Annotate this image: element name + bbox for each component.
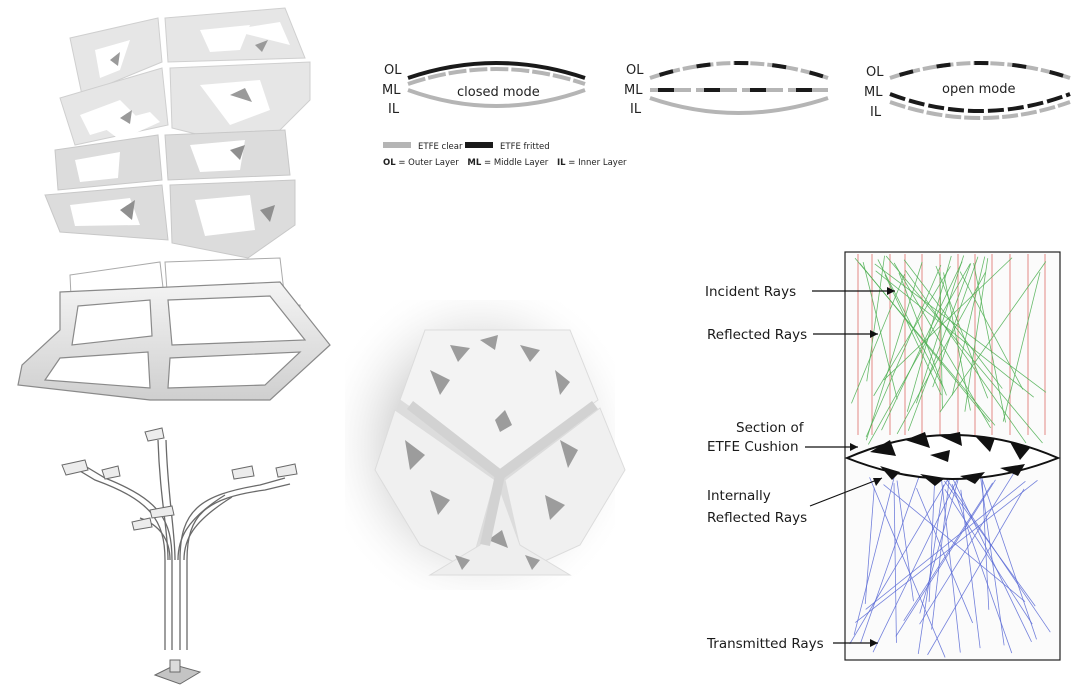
reflected-ray — [883, 257, 1013, 381]
reflected-ray — [932, 256, 979, 388]
cushion-render — [345, 300, 626, 590]
transmitted-rays-label: Transmitted Rays — [706, 636, 824, 652]
ray-diagram: Incident Rays Reflected Rays Section of … — [705, 251, 1061, 661]
reflected-ray — [907, 263, 972, 431]
abbrev-il-key: IL — [557, 158, 566, 168]
transmitted-ray — [849, 478, 949, 645]
transmitted-ray — [940, 477, 961, 653]
abbrev-il-text: = Inner Layer — [566, 158, 627, 168]
transmitted-ray — [960, 489, 981, 649]
transmitted-ray — [855, 479, 1038, 623]
reflected-ray — [943, 272, 971, 411]
incident-rays-label: Incident Rays — [705, 284, 796, 300]
abbrev-ml-key: ML — [467, 158, 481, 168]
section-label-line2: ETFE Cushion — [707, 439, 799, 455]
legend-swatch-fritted — [465, 142, 493, 148]
open-mode-caption: open mode — [942, 82, 1015, 97]
transmitted-rays-group — [849, 470, 1051, 658]
transmitted-ray — [919, 475, 960, 614]
legend: ETFE clear ETFE fritted OL = Outer Layer… — [383, 142, 627, 168]
reflected-ray — [964, 258, 989, 412]
transmitted-ray — [872, 478, 959, 653]
etfe-cushion-section — [844, 432, 1061, 486]
mode-2-layer-il: IL — [630, 102, 642, 117]
reflected-rays-group — [851, 255, 1047, 445]
transmitted-ray — [981, 473, 990, 610]
reflected-ray — [959, 271, 1024, 390]
transmitted-ray — [952, 478, 1032, 643]
reflected-ray — [875, 270, 1034, 398]
internal-label-line2: Reflected Rays — [707, 510, 807, 526]
transmitted-ray — [982, 479, 1037, 640]
mode-3-layer-ol: OL — [866, 65, 884, 80]
steel-frame — [17, 281, 331, 401]
legend-swatch-clear — [383, 142, 411, 148]
fritted-layer-top — [59, 7, 311, 151]
reflected-ray — [939, 261, 1047, 413]
reflected-ray — [885, 255, 1043, 444]
mode-2-layer-ol: OL — [626, 63, 644, 78]
reflected-ray — [865, 264, 942, 438]
ray-labels: Incident Rays Reflected Rays Section of … — [705, 284, 895, 652]
reflected-ray — [1002, 272, 1041, 422]
abbrev-ml-text: = Middle Layer — [481, 158, 549, 168]
transmitted-ray — [944, 489, 1033, 625]
frit-pattern — [405, 335, 578, 570]
cushion-open-mode — [889, 61, 1071, 120]
column-base — [153, 659, 202, 685]
cushion-middle-mode — [649, 61, 829, 115]
transmitted-ray — [928, 474, 936, 602]
transmitted-ray — [860, 470, 922, 644]
mode-3-layer-il: IL — [870, 105, 882, 120]
transmitted-ray — [895, 479, 996, 637]
abbrev-ol-key: OL — [383, 158, 396, 168]
reflected-ray — [867, 263, 971, 445]
reflected-ray — [862, 262, 898, 400]
transmitted-ray — [896, 480, 914, 602]
transmitted-ray — [853, 475, 895, 635]
column-brackets — [61, 427, 298, 531]
reflected-ray — [877, 259, 943, 387]
reflected-ray — [866, 255, 885, 382]
transmitted-ray — [869, 477, 946, 658]
cushion-closed-mode — [407, 61, 586, 108]
mode-1-layer-ol: OL — [384, 63, 402, 78]
transmitted-ray — [916, 487, 974, 624]
mode-1-layer-il: IL — [388, 102, 400, 117]
transmitted-ray — [903, 482, 993, 622]
mode-3-layer-ml: ML — [864, 85, 883, 100]
transmitted-ray — [893, 483, 897, 643]
reflected-ray — [915, 255, 965, 404]
legend-abbreviations: OL = Outer Layer ML = Middle Layer IL = … — [383, 158, 627, 168]
transmitted-ray — [883, 484, 1026, 602]
legend-clear-label: ETFE clear — [418, 142, 463, 152]
reflected-rays-label: Reflected Rays — [707, 327, 807, 343]
transmitted-ray — [931, 474, 951, 630]
render-frame — [406, 400, 598, 547]
mode-2-layer-ml: ML — [624, 83, 643, 98]
transmitted-ray — [944, 480, 1036, 607]
reflected-ray — [906, 255, 952, 412]
reflected-ray — [898, 272, 947, 396]
reflected-ray — [851, 273, 906, 404]
cushion-modes: OL ML IL OL ML IL OL ML IL closed mode — [382, 61, 1071, 168]
transmitted-ray — [927, 488, 1025, 656]
legend-fritted-label: ETFE fritted — [500, 142, 550, 152]
reflected-ray — [896, 272, 986, 435]
closed-mode-caption: closed mode — [457, 85, 540, 100]
transmitted-ray — [865, 481, 1026, 610]
internal-label-line1: Internally — [707, 488, 771, 504]
transmitted-ray — [951, 483, 1013, 654]
reflected-ray — [865, 261, 923, 441]
abbrev-ol-text: = Outer Layer — [396, 158, 460, 168]
mode-1-layer-ml: ML — [382, 83, 401, 98]
reflected-ray — [854, 257, 996, 426]
fritted-layer-middle — [44, 129, 296, 259]
section-label-line1: Section of — [736, 420, 805, 436]
reflected-ray — [905, 270, 1027, 444]
reflected-ray — [884, 274, 942, 396]
exploded-assembly — [17, 7, 331, 685]
